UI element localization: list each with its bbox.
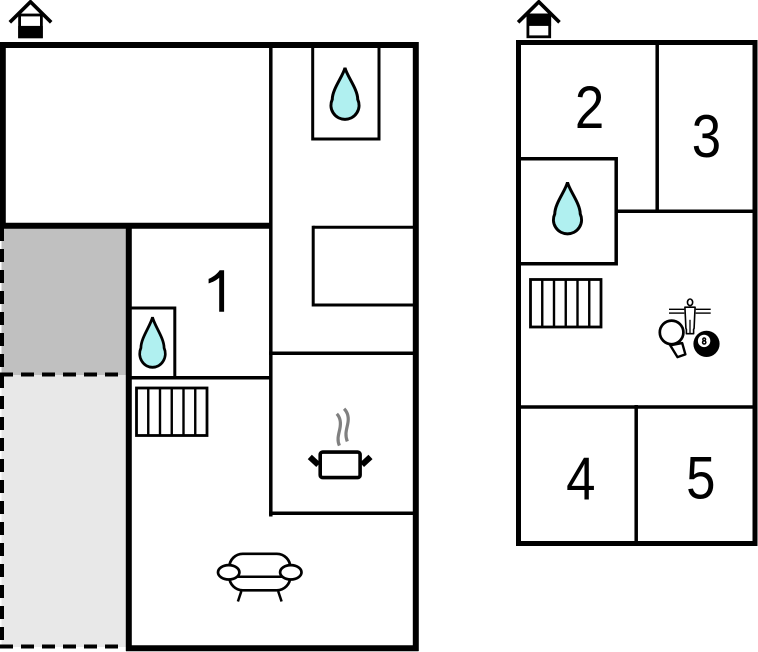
svg-text:3: 3 [692, 103, 721, 170]
svg-text:2: 2 [575, 74, 604, 141]
svg-text:4: 4 [566, 445, 595, 512]
svg-text:5: 5 [686, 445, 715, 512]
